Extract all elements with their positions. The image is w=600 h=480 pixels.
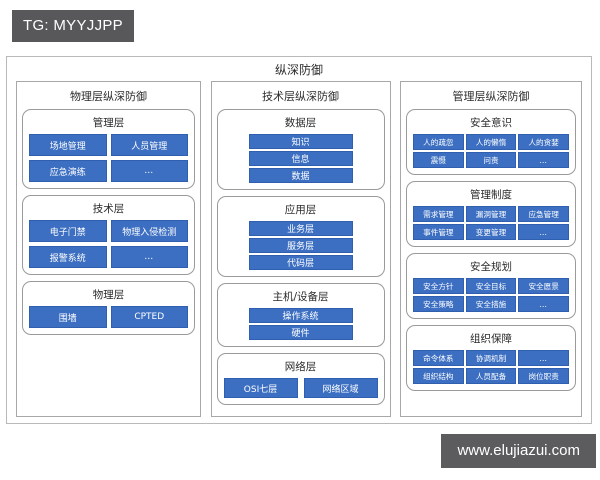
cell[interactable]: 岗位职责 bbox=[518, 368, 569, 384]
management-column-title: 管理层纵深防御 bbox=[452, 90, 530, 103]
cell-grid: OSI七层 网络区域 bbox=[223, 378, 378, 398]
cell[interactable]: 物理入侵检测 bbox=[110, 220, 188, 242]
cell[interactable]: 事件管理 bbox=[413, 224, 464, 240]
cell[interactable]: … bbox=[518, 350, 569, 366]
group-security-awareness: 安全意识 人的疏忽 人的懒惰 人的贪婪 震慑 问责 … bbox=[406, 109, 576, 175]
cell[interactable]: 应急管理 bbox=[518, 206, 569, 222]
cell[interactable]: 场地管理 bbox=[29, 134, 107, 156]
cell[interactable]: 人员管理 bbox=[110, 134, 188, 156]
cell[interactable]: 安全愿景 bbox=[518, 278, 569, 294]
group-application-layer: 应用层 业务层 服务层 代码层 bbox=[216, 196, 385, 277]
cell[interactable]: 服务层 bbox=[248, 238, 353, 253]
group-organizational-assurance: 组织保障 命令体系 协调机制 … 组织结构 人员配备 岗位职责 bbox=[406, 325, 576, 391]
group-security-planning: 安全规划 安全方针 安全目标 安全愿景 安全策略 安全措施 … bbox=[406, 253, 576, 319]
cell[interactable]: 网络区域 bbox=[303, 378, 378, 398]
cell[interactable]: 需求管理 bbox=[413, 206, 464, 222]
cell-grid: 安全方针 安全目标 安全愿景 安全策略 安全措施 … bbox=[413, 278, 569, 312]
site-watermark-tag: www.elujiazui.com bbox=[441, 434, 596, 468]
cell-grid: 电子门禁 物理入侵检测 报警系统 … bbox=[29, 220, 188, 268]
cell[interactable]: 组织结构 bbox=[413, 368, 464, 384]
cell[interactable]: 漏洞管理 bbox=[465, 206, 517, 222]
management-column: 管理层纵深防御 安全意识 人的疏忽 人的懒惰 人的贪婪 震慑 问责 … 管理制度… bbox=[400, 81, 582, 417]
cell-grid: 操作系统 硬件 bbox=[248, 308, 353, 340]
cell[interactable]: 震慑 bbox=[413, 152, 464, 168]
cell-grid: 业务层 服务层 代码层 bbox=[248, 221, 353, 270]
group-technical-layer: 技术层 电子门禁 物理入侵检测 报警系统 … bbox=[22, 195, 195, 275]
cell[interactable]: 业务层 bbox=[248, 221, 353, 236]
cell[interactable]: 人员配备 bbox=[465, 368, 517, 384]
cell[interactable]: 安全方针 bbox=[413, 278, 464, 294]
cell[interactable]: 知识 bbox=[248, 134, 353, 149]
group-title: 物理层 bbox=[92, 289, 125, 301]
cell-grid: 场地管理 人员管理 应急演练 … bbox=[29, 134, 188, 182]
cell[interactable]: 硬件 bbox=[248, 325, 353, 340]
group-title: 安全规划 bbox=[470, 261, 512, 273]
cell[interactable]: 安全目标 bbox=[465, 278, 517, 294]
cell[interactable]: OSI七层 bbox=[223, 378, 298, 398]
group-host-device-layer: 主机/设备层 操作系统 硬件 bbox=[216, 283, 385, 347]
cell[interactable]: 围墙 bbox=[29, 306, 107, 328]
cell[interactable]: 人的疏忽 bbox=[413, 134, 464, 150]
group-physical-layer: 物理层 围墙 CPTED bbox=[22, 281, 195, 335]
cell-grid: 知识 信息 数据 bbox=[248, 134, 353, 183]
cell-grid: 命令体系 协调机制 … 组织结构 人员配备 岗位职责 bbox=[413, 350, 569, 384]
cell[interactable]: CPTED bbox=[110, 306, 188, 328]
physical-column: 物理层纵深防御 管理层 场地管理 人员管理 应急演练 … 技术层 电子门禁 物理… bbox=[16, 81, 201, 417]
cell-grid: 围墙 CPTED bbox=[29, 306, 188, 328]
cell[interactable]: 人的懒惰 bbox=[465, 134, 517, 150]
physical-column-title: 物理层纵深防御 bbox=[70, 90, 147, 103]
cell[interactable]: 信息 bbox=[248, 151, 353, 166]
cell[interactable]: … bbox=[110, 246, 188, 268]
cell[interactable]: 报警系统 bbox=[29, 246, 107, 268]
group-title: 应用层 bbox=[284, 204, 317, 216]
cell[interactable]: 数据 bbox=[248, 168, 353, 183]
group-title: 组织保障 bbox=[470, 333, 512, 345]
cell[interactable]: … bbox=[518, 224, 569, 240]
cell[interactable]: … bbox=[518, 152, 569, 168]
cell-grid: 需求管理 漏洞管理 应急管理 事件管理 变更管理 … bbox=[413, 206, 569, 240]
group-title: 管理层 bbox=[92, 117, 125, 129]
diagram-title: 纵深防御 bbox=[274, 63, 323, 77]
cell[interactable]: 命令体系 bbox=[413, 350, 464, 366]
cell[interactable]: 应急演练 bbox=[29, 160, 107, 182]
cell[interactable]: … bbox=[110, 160, 188, 182]
group-data-layer: 数据层 知识 信息 数据 bbox=[216, 109, 385, 190]
cell[interactable]: 人的贪婪 bbox=[518, 134, 569, 150]
group-title: 管理制度 bbox=[470, 189, 512, 201]
cell-grid: 人的疏忽 人的懒惰 人的贪婪 震慑 问责 … bbox=[413, 134, 569, 168]
defense-in-depth-diagram: 纵深防御 物理层纵深防御 管理层 场地管理 人员管理 应急演练 … 技术层 电子… bbox=[6, 56, 592, 424]
group-management-system: 管理制度 需求管理 漏洞管理 应急管理 事件管理 变更管理 … bbox=[406, 181, 576, 247]
group-management-layer: 管理层 场地管理 人员管理 应急演练 … bbox=[22, 109, 195, 189]
cell[interactable]: 安全措施 bbox=[465, 296, 517, 312]
group-title: 网络层 bbox=[284, 361, 317, 373]
group-network-layer: 网络层 OSI七层 网络区域 bbox=[216, 353, 385, 405]
group-title: 主机/设备层 bbox=[272, 291, 329, 303]
cell[interactable]: 安全策略 bbox=[413, 296, 464, 312]
cell[interactable]: 协调机制 bbox=[465, 350, 517, 366]
tg-watermark-tag: TG: MYYJJPP bbox=[12, 10, 134, 42]
cell[interactable]: 操作系统 bbox=[248, 308, 353, 323]
group-title: 安全意识 bbox=[470, 117, 512, 129]
diagram-columns: 物理层纵深防御 管理层 场地管理 人员管理 应急演练 … 技术层 电子门禁 物理… bbox=[7, 81, 591, 424]
cell[interactable]: 问责 bbox=[465, 152, 517, 168]
group-title: 技术层 bbox=[92, 203, 125, 215]
technical-column-title: 技术层纵深防御 bbox=[262, 90, 339, 103]
cell[interactable]: 变更管理 bbox=[465, 224, 517, 240]
technical-column: 技术层纵深防御 数据层 知识 信息 数据 应用层 业务层 服务层 代码层 主机/… bbox=[210, 81, 391, 417]
cell[interactable]: 电子门禁 bbox=[29, 220, 107, 242]
cell[interactable]: 代码层 bbox=[248, 255, 353, 270]
group-title: 数据层 bbox=[284, 117, 317, 129]
cell[interactable]: … bbox=[518, 296, 569, 312]
